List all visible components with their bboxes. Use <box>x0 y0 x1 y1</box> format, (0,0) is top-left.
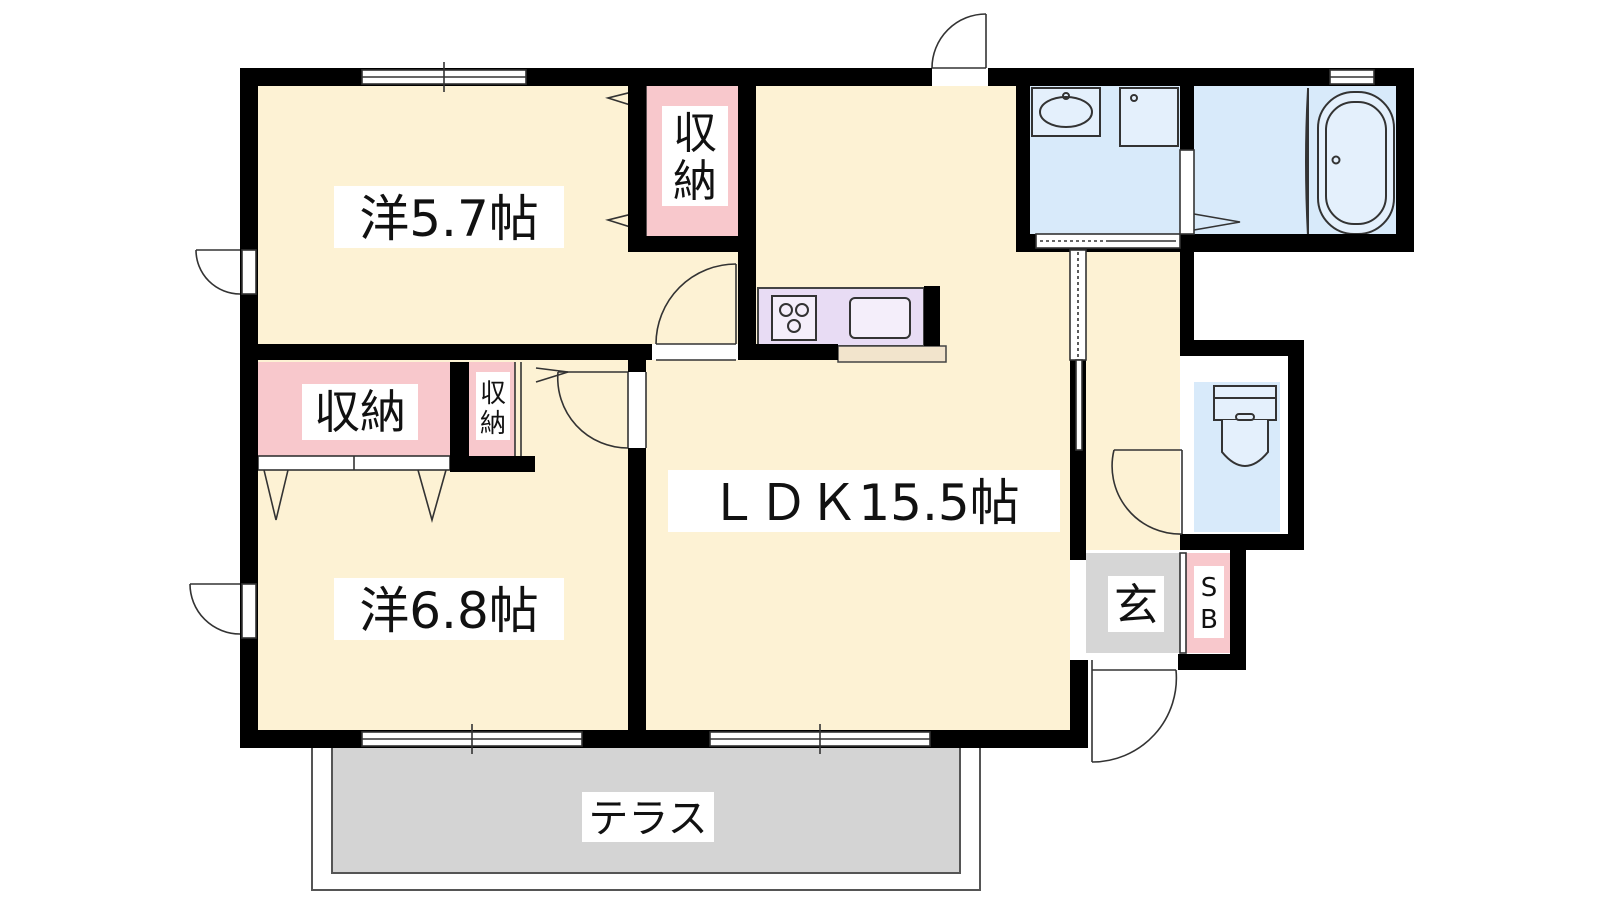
label-western-a: 洋5.7帖 <box>359 190 539 248</box>
terrace <box>311 731 981 891</box>
label-storage-a-1: 収 <box>673 108 717 159</box>
label-shoe-box-2: B <box>1200 605 1218 635</box>
label-entrance: 玄 <box>1114 580 1158 631</box>
label-storage-b: 収納 <box>314 385 406 439</box>
label-storage-c-1: 収 <box>480 379 506 409</box>
stove-icon <box>771 295 817 341</box>
hallway <box>1070 250 1180 550</box>
doors <box>189 13 1241 763</box>
windows <box>241 62 1375 754</box>
washing-machine-icon <box>1119 87 1179 147</box>
room-labels: 洋5.7帖 洋6.8帖 ＬＤＫ15.5帖 収 納 収納 収 納 玄 S B テラ… <box>302 106 1224 842</box>
kitchen-sink-icon <box>849 297 911 339</box>
label-storage-c-2: 納 <box>480 409 506 439</box>
bathtub-icon <box>1305 88 1395 238</box>
label-western-b: 洋6.8帖 <box>359 582 539 640</box>
label-storage-a-2: 納 <box>673 156 717 207</box>
wash-basin-icon <box>1031 87 1101 137</box>
label-ldk: ＬＤＫ15.5帖 <box>708 474 1019 532</box>
toilet-icon <box>1213 385 1277 467</box>
label-shoe-box-1: S <box>1201 573 1218 603</box>
label-terrace: テラス <box>588 796 707 842</box>
